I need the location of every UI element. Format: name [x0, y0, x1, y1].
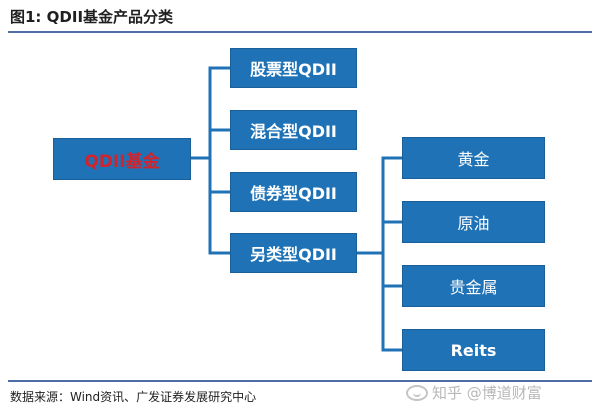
- subtype-node-gold: 黄金: [402, 137, 545, 179]
- subtype-node-reits: Reits: [402, 329, 545, 371]
- category-node-bond: 债券型QDII: [230, 172, 357, 212]
- category-node-mixed: 混合型QDII: [230, 110, 357, 150]
- watermark-text: 知乎 @博道财富: [432, 384, 542, 402]
- bottom-divider: [8, 380, 592, 382]
- figure-title: 图1: QDII基金产品分类: [10, 8, 174, 26]
- watermark: 知乎 @博道财富: [406, 382, 542, 403]
- data-source-note: 数据来源：Wind资讯、广发证券发展研究中心: [10, 390, 257, 404]
- category-node-equity: 股票型QDII: [230, 48, 357, 88]
- subtype-node-crude-oil: 原油: [402, 201, 545, 243]
- subtype-node-precious-metals: 贵金属: [402, 265, 545, 307]
- top-divider: [8, 31, 592, 33]
- wechat-logo-icon: [406, 384, 428, 401]
- root-node-qdii-fund: QDII基金: [53, 138, 191, 180]
- category-node-alternative: 另类型QDII: [230, 233, 357, 273]
